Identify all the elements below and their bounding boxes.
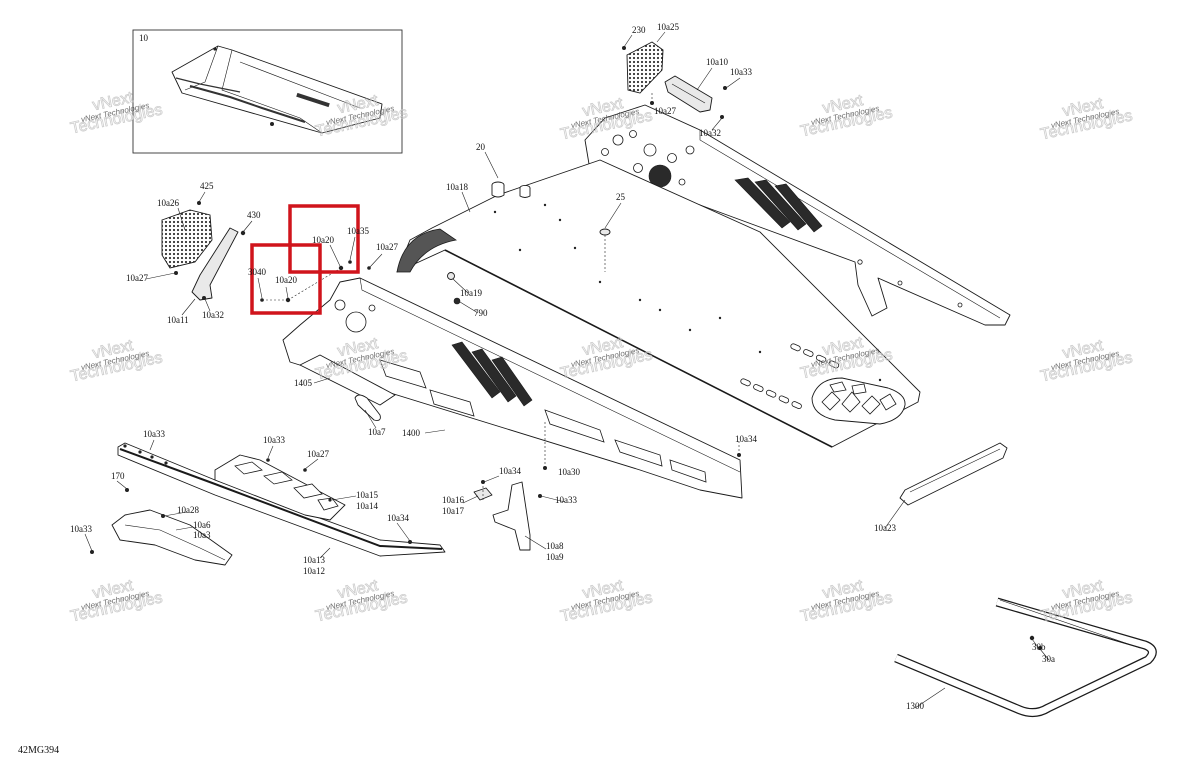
bracket-10a10 xyxy=(664,75,713,113)
callout-10a20-upper[interactable]: 10a20 xyxy=(312,235,334,245)
callout-3040[interactable]: 3040 xyxy=(248,267,267,277)
callout-10a30[interactable]: 10a30 xyxy=(558,467,580,477)
bracket-10a6 xyxy=(111,509,233,566)
callout-10a34[interactable]: 10a34 xyxy=(499,466,521,476)
callout-10a33[interactable]: 10a33 xyxy=(70,524,92,534)
callout-425[interactable]: 425 xyxy=(200,181,214,191)
inset-overview xyxy=(132,29,403,154)
callout-25[interactable]: 25 xyxy=(616,192,626,202)
tunnel-front-flange xyxy=(396,228,458,273)
callout-10a34[interactable]: 10a34 xyxy=(735,434,757,444)
callout-1300[interactable]: 1300 xyxy=(906,701,925,711)
callout-20[interactable]: 20 xyxy=(476,142,486,152)
dashed-leader-lines xyxy=(262,92,740,500)
flange-1405 xyxy=(299,354,396,406)
callout-10a9[interactable]: 10a9 xyxy=(546,552,564,562)
leader-lines xyxy=(84,31,1050,709)
callout-30b[interactable]: 30b xyxy=(1032,642,1046,652)
plate-cutouts xyxy=(740,343,906,425)
inset-label[interactable]: 10 xyxy=(139,33,149,43)
highlight-box-10a20-upper[interactable] xyxy=(288,204,360,274)
callout-10a23[interactable]: 10a23 xyxy=(874,523,896,533)
grommet-25 xyxy=(599,228,611,236)
callout-10a33[interactable]: 10a33 xyxy=(555,495,577,505)
tunnel-plate xyxy=(396,159,921,448)
callout-10a33[interactable]: 10a33 xyxy=(143,429,165,439)
callout-430[interactable]: 430 xyxy=(247,210,261,220)
callout-30a[interactable]: 30a xyxy=(1042,654,1055,664)
callout-10a28[interactable]: 10a28 xyxy=(177,505,199,515)
callout-230[interactable]: 230 xyxy=(632,25,646,35)
callout-10a25[interactable]: 10a25 xyxy=(657,22,679,32)
callout-10a7[interactable]: 10a7 xyxy=(368,427,386,437)
callout-10a27[interactable]: 10a27 xyxy=(654,106,676,116)
bar-10a23 xyxy=(899,442,1008,506)
callout-10a35[interactable]: 10a35 xyxy=(347,226,369,236)
callout-1400[interactable]: 1400 xyxy=(402,428,421,438)
callout-10a14[interactable]: 10a14 xyxy=(356,501,378,511)
callout-10a13[interactable]: 10a13 xyxy=(303,555,325,565)
callout-10a19[interactable]: 10a19 xyxy=(460,288,482,298)
bracket-10a26 xyxy=(161,209,213,269)
callout-10a11[interactable]: 10a11 xyxy=(167,315,189,325)
strip-10a13 xyxy=(117,442,446,557)
bracket-10a8 xyxy=(492,481,531,551)
callout-170[interactable]: 170 xyxy=(111,471,125,481)
callout-10a32[interactable]: 10a32 xyxy=(202,310,224,320)
callout-10a33[interactable]: 10a33 xyxy=(730,67,752,77)
bumper-1300 xyxy=(894,597,1157,718)
loop-10a7 xyxy=(354,394,381,421)
callout-10a8[interactable]: 10a8 xyxy=(546,541,564,551)
callout-10a27[interactable]: 10a27 xyxy=(376,242,398,252)
nut-790 xyxy=(453,297,461,305)
callout-10a32[interactable]: 10a32 xyxy=(699,128,721,138)
callout-10a34[interactable]: 10a34 xyxy=(387,513,409,523)
bracket-10a25 xyxy=(626,41,664,94)
callout-10a17[interactable]: 10a17 xyxy=(442,506,464,516)
callout-10a18[interactable]: 10a18 xyxy=(446,182,468,192)
callout-10a6[interactable]: 10a6 xyxy=(193,520,211,530)
callout-10a33[interactable]: 10a33 xyxy=(263,435,285,445)
drawing-id: 42MG394 xyxy=(18,745,59,756)
callout-10a26[interactable]: 10a26 xyxy=(157,198,179,208)
callout-10a20-lower[interactable]: 10a20 xyxy=(275,275,297,285)
callout-1405[interactable]: 1405 xyxy=(294,378,313,388)
callout-10a3[interactable]: 10a3 xyxy=(193,530,211,540)
callout-10a10[interactable]: 10a10 xyxy=(706,57,728,67)
callout-10a27[interactable]: 10a27 xyxy=(126,273,148,283)
callout-10a15[interactable]: 10a15 xyxy=(356,490,378,500)
highlight-box-10a20-lower[interactable] xyxy=(250,243,322,315)
callout-10a16[interactable]: 10a16 xyxy=(442,495,464,505)
callout-790[interactable]: 790 xyxy=(474,308,488,318)
callout-10a12[interactable]: 10a12 xyxy=(303,566,325,576)
inset-tunnel xyxy=(171,45,383,134)
arm-10a11 xyxy=(191,227,239,301)
fastener-10a19 xyxy=(447,272,455,280)
callout-10a27[interactable]: 10a27 xyxy=(307,449,329,459)
